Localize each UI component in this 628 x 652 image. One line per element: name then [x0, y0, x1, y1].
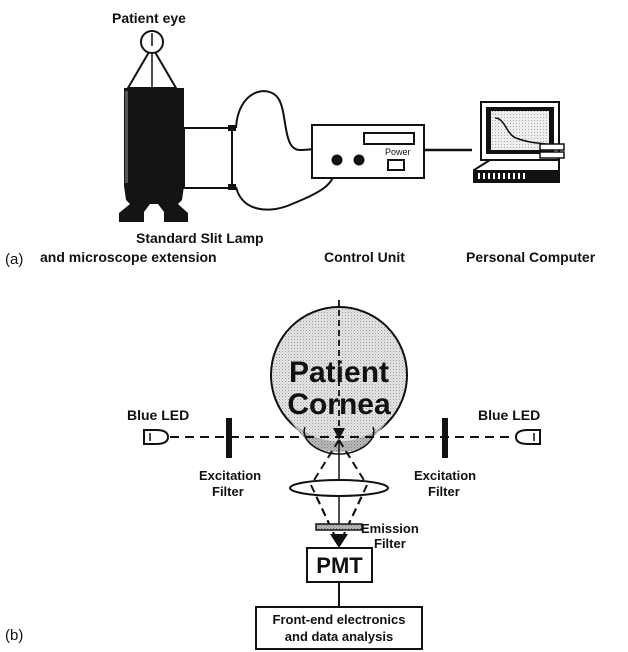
cornea-label-line1: Patient	[289, 356, 389, 389]
excitation-filter-left	[226, 418, 232, 458]
emission-filter	[315, 523, 363, 531]
excitation-right-label-line1: Excitation	[414, 468, 476, 483]
panel-b-tag: (b)	[5, 627, 23, 644]
focus-arrow	[333, 428, 345, 440]
electronics-label-line2: and data analysis	[285, 629, 393, 644]
excitation-filter-right	[442, 418, 448, 458]
slit-lamp-icon	[119, 88, 236, 222]
blue-led-left-label: Blue LED	[127, 407, 189, 423]
electronics-label-line1: Front-end electronics	[273, 612, 406, 627]
cornea-globe: Patient Cornea	[270, 300, 408, 455]
panel-a-tag: (a)	[5, 251, 23, 268]
lens	[289, 479, 389, 497]
control-unit-label: Control Unit	[324, 249, 405, 265]
panel-a: Patient eye Power	[5, 10, 596, 268]
control-unit-icon: Power	[311, 124, 425, 179]
excitation-right-label-line2: Filter	[428, 484, 460, 499]
pmt-label: PMT	[316, 553, 363, 578]
patient-eye-label: Patient eye	[112, 10, 186, 26]
pmt-box	[306, 547, 373, 583]
personal-computer-icon	[473, 101, 565, 183]
emission-label-line1: Emission	[361, 521, 419, 536]
blue-led-right-icon	[514, 429, 541, 445]
blue-led-right-label: Blue LED	[478, 407, 540, 423]
cornea-label-line2: Cornea	[287, 388, 391, 421]
power-label: Power	[385, 147, 411, 157]
electronics-box	[255, 606, 423, 650]
slit-lamp-label-line2: and microscope extension	[40, 249, 217, 265]
slit-lamp-label-line1: Standard Slit Lamp	[136, 230, 264, 246]
panel-b: Patient Cornea Blue LED Blue LED Excitat…	[5, 300, 541, 650]
patient-eye-icon	[126, 30, 178, 89]
blue-led-left-icon	[143, 429, 170, 445]
pmt-arrow	[330, 534, 348, 548]
excitation-left-label-line2: Filter	[212, 484, 244, 499]
excitation-left-label-line1: Excitation	[199, 468, 261, 483]
personal-computer-label: Personal Computer	[466, 249, 596, 265]
emission-label-line2: Filter	[374, 536, 406, 551]
